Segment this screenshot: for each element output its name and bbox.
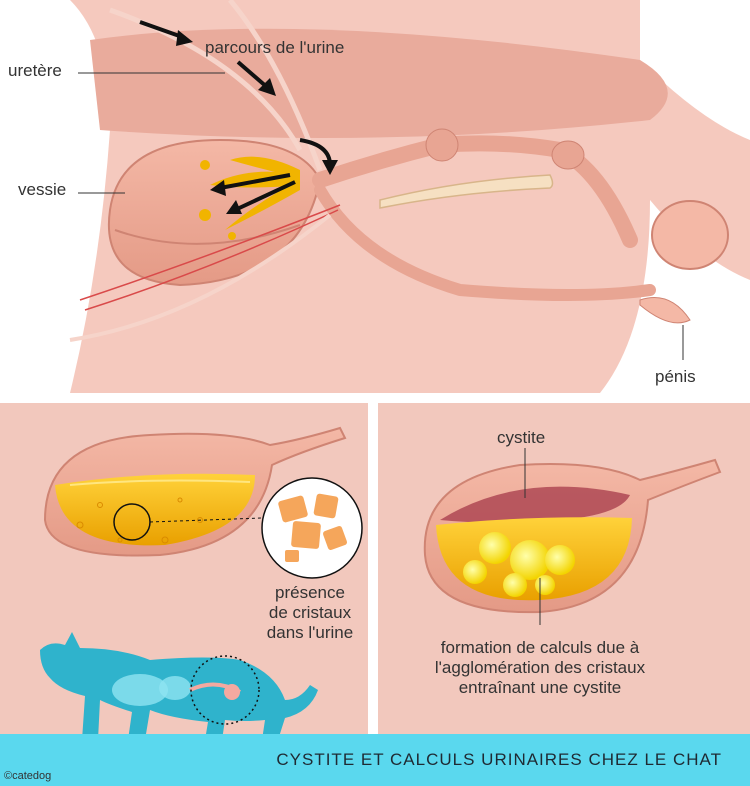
title-banner [0,734,750,786]
label-ureter: uretère [8,61,62,80]
urine-path-arrows [139,20,338,214]
label-crystals-line1: présence [275,583,345,602]
urethra [312,135,638,248]
label-penis: pénis [655,367,696,386]
label-calculi-line3: entraînant une cystite [458,678,622,697]
label-crystals-line3: dans l'urine [266,623,354,642]
colon-shape [90,28,668,138]
label-urine-path: parcours de l'urine [205,38,345,57]
label-cystitis: cystite [497,428,546,447]
urine-fill [55,473,255,546]
cat-focus-circle [190,655,260,725]
inflamed-wall [440,486,630,523]
label-calculi-line2: l'agglomération des cristaux [434,658,646,677]
top-panel [40,0,750,393]
penis-glans [651,200,729,270]
label-bladder: vessie [18,180,67,199]
label-crystals-line2: de cristaux [268,603,352,622]
cystitis-panel [378,403,750,734]
cat-silhouette [40,632,318,740]
label-calculi: formation de calculs due à l'agglomérati… [405,638,675,698]
diagram-title: CYSTITE ET CALCULS URINAIRES CHEZ LE CHA… [276,750,722,769]
label-crystals: présence de cristaux dans l'urine [235,583,385,643]
crystals [278,493,347,562]
copyright: ©catedog [4,770,52,782]
ureter-right [228,0,323,171]
label-calculi-line1: formation de calculs due à [440,638,640,657]
